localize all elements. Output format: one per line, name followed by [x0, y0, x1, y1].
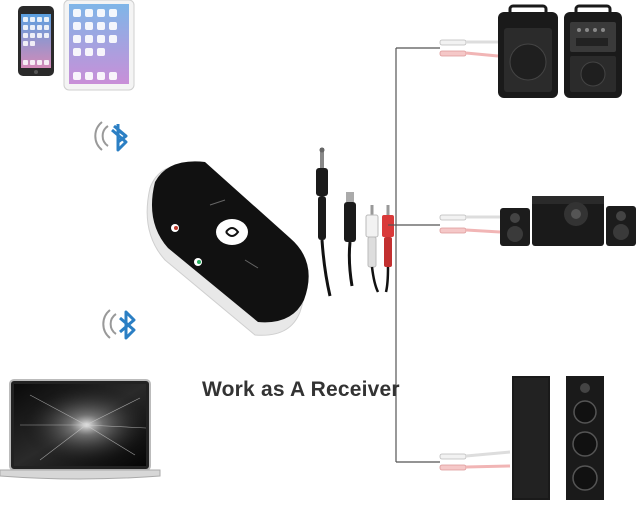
smartphone-icon [18, 6, 54, 76]
rca-connector-top [439, 39, 499, 58]
mode-caption: Work as A Receiver [202, 378, 400, 401]
rca-plug-red [382, 205, 394, 293]
laptop-icon [0, 379, 161, 480]
bluetooth-icon [102, 309, 136, 340]
rca-connector-middle [439, 214, 501, 234]
desktop-speaker-system [500, 196, 636, 246]
floor-standing-speakers [512, 376, 604, 500]
bluetooth-icon [94, 121, 128, 152]
audio-jack-cable [316, 147, 332, 297]
connection-lines [388, 47, 440, 463]
rca-connector-bottom [439, 450, 511, 471]
bluetooth-receiver-device [146, 161, 309, 336]
rca-plug-white [365, 205, 380, 293]
pa-speaker-pair [498, 4, 622, 98]
tablet-icon [63, 0, 135, 91]
usb-cable [344, 192, 356, 287]
